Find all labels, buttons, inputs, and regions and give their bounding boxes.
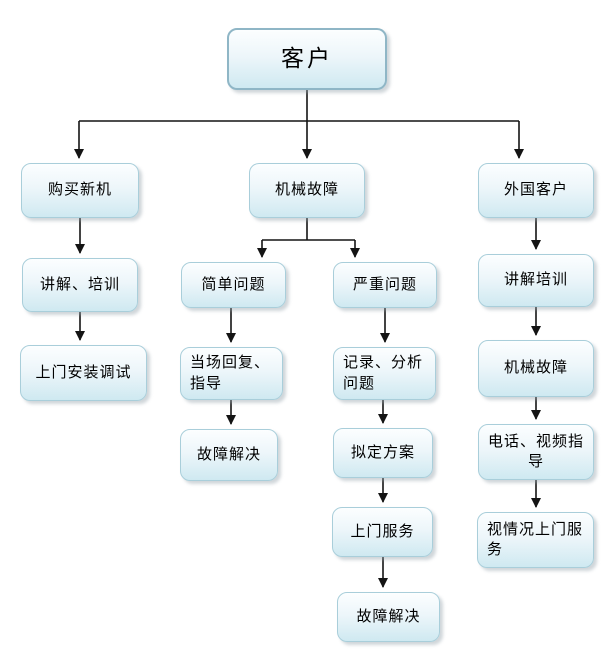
node-mechanical-fault-2: 机械故障 [478,340,594,397]
node-conditional-onsite-service: 视情况上门服务 [477,512,594,568]
node-phone-video-guide: 电话、视频指导 [478,424,594,480]
node-fault-solved-simple: 故障解决 [180,429,278,481]
node-simple-issue: 简单问题 [181,262,286,308]
node-record-analyze-issue: 记录、分析问题 [333,347,436,400]
node-draft-plan: 拟定方案 [333,428,433,478]
node-serious-issue: 严重问题 [333,262,437,308]
node-onsite-reply-guide: 当场回复、指导 [180,347,283,400]
node-onsite-service: 上门服务 [332,507,433,557]
node-onsite-install-debug: 上门安装调试 [20,345,147,401]
node-customer: 客户 [227,28,387,90]
node-explain-training-1: 讲解、培训 [22,258,138,312]
node-foreign-customer: 外国客户 [478,163,594,218]
node-fault-solved-serious: 故障解决 [337,592,440,642]
node-mechanical-fault: 机械故障 [249,163,365,218]
node-explain-training-2: 讲解培训 [478,254,594,307]
node-buy-new-machine: 购买新机 [21,163,139,218]
